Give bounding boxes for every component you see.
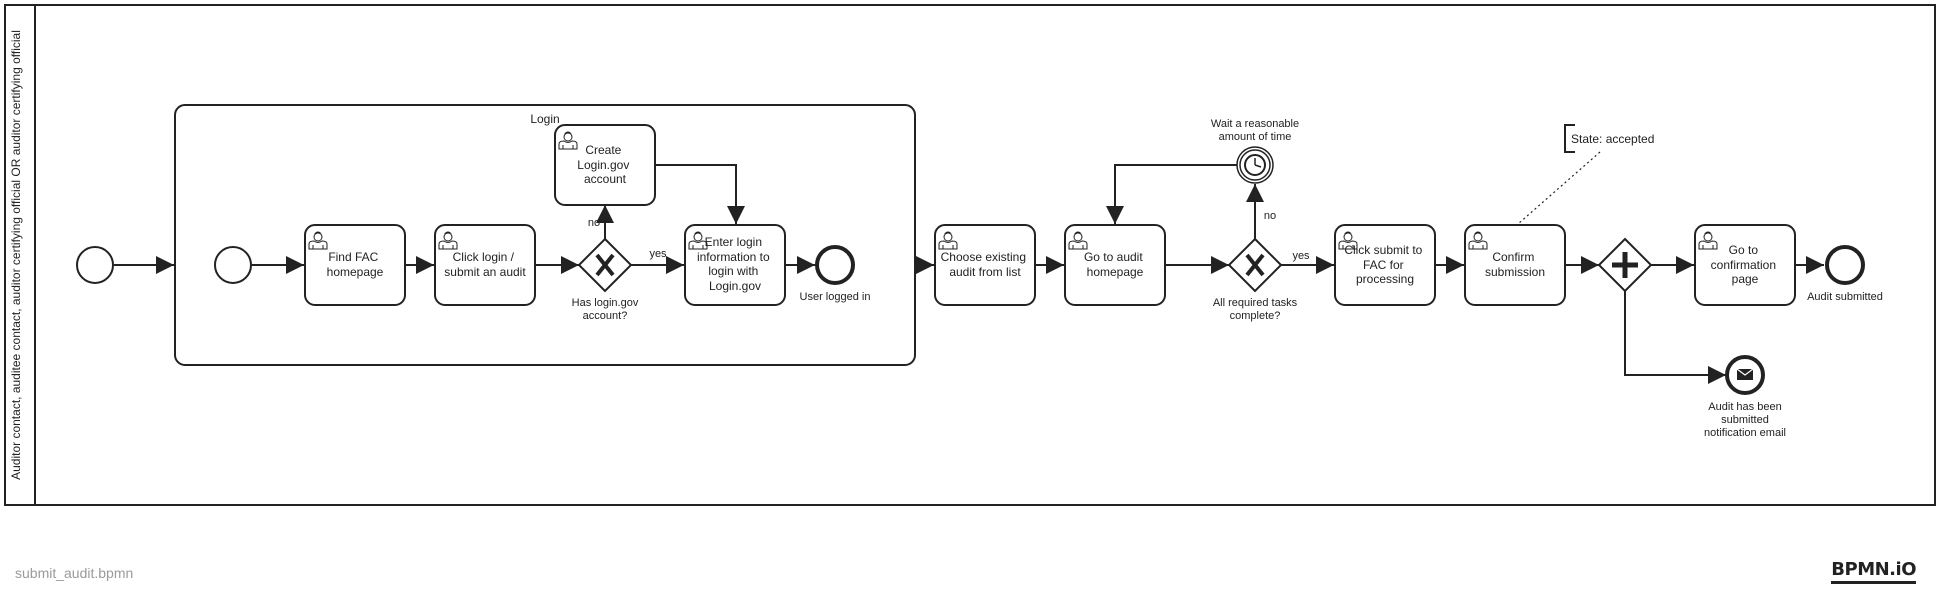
task-label: Enter login xyxy=(705,235,762,249)
svg-text:Go to audit homepage: Go to audit homepage xyxy=(1084,250,1146,279)
plus-icon xyxy=(1612,252,1638,278)
task-enter-login-information[interactable]: Enter login information to login with Lo… xyxy=(684,224,786,306)
task-label: Find FAC xyxy=(328,250,378,264)
flow-create-to-enter xyxy=(656,164,745,224)
subprocess-label: Login xyxy=(530,112,559,126)
task-label: Confirm xyxy=(1492,250,1534,264)
task-label: processing xyxy=(1356,272,1414,286)
text-annotation[interactable]: State: accepted xyxy=(1517,124,1654,225)
task-label: audit from list xyxy=(949,265,1021,279)
task-confirm-submission[interactable]: Confirm submission xyxy=(1464,224,1566,306)
x-icon xyxy=(1245,253,1265,277)
end-event-label: Audit submitted xyxy=(1807,291,1883,303)
timer-label-line2: amount of time xyxy=(1219,131,1292,143)
clock-icon xyxy=(1244,154,1266,176)
task-label: Click login / xyxy=(453,250,515,264)
pool[interactable]: Auditor contact, auditee contact, audito… xyxy=(4,4,1936,506)
flow-label-yes: yes xyxy=(1292,250,1310,262)
flow-timer-to-homepage xyxy=(1106,164,1237,224)
login-subprocess[interactable]: Login xyxy=(174,104,916,366)
gateway-label-line1: Has login.gov xyxy=(572,297,639,309)
notification-label-line3: notification email xyxy=(1704,427,1786,439)
flow-label-no: no xyxy=(1264,210,1276,222)
task-click-submit[interactable]: Click submit to FAC for processing xyxy=(1334,224,1436,306)
svg-text:Go to confirmation: Go to confirmation page xyxy=(1711,243,1780,286)
task-label: Choose existing xyxy=(941,250,1026,264)
svg-text:Choose existing audit fr: Choose existing audit from list xyxy=(941,250,1030,279)
start-event[interactable] xyxy=(76,246,114,284)
annotation-text: State: accepted xyxy=(1571,132,1654,146)
svg-text:Click submit to FAC for: Click submit to FAC for processing xyxy=(1344,243,1425,286)
task-find-fac-homepage[interactable]: Find FAC homepage xyxy=(304,224,406,306)
x-icon xyxy=(595,253,615,277)
task-label: Go to xyxy=(1729,243,1759,257)
task-label: page xyxy=(1732,272,1759,286)
annotation-association xyxy=(1517,151,1601,225)
task-label: confirmation xyxy=(1711,258,1776,272)
svg-text:Create Login.gov a: Create Login.gov account xyxy=(577,143,632,186)
flow-label-yes: yes xyxy=(649,248,667,260)
task-label: homepage xyxy=(327,265,384,279)
task-label: Go to audit xyxy=(1084,250,1143,264)
svg-text:Confirm submission: Confirm submission xyxy=(1485,250,1545,279)
exclusive-gateway-tasks-complete[interactable]: All required tasks complete? xyxy=(1213,237,1298,322)
timer-label-line1: Wait a reasonable xyxy=(1211,118,1299,130)
svg-text:Find FAC homepage: Find FAC homepage xyxy=(327,250,384,279)
flow-parallel-to-message xyxy=(1624,291,1726,384)
task-label: submission xyxy=(1485,265,1545,279)
message-end-event[interactable]: Audit has been submitted notification em… xyxy=(1704,355,1786,439)
sequence-flows xyxy=(114,164,1824,384)
diagram-filename: submit_audit.bpmn xyxy=(15,565,134,581)
end-event-label: User logged in xyxy=(800,291,871,303)
task-label: login with xyxy=(708,264,758,278)
gateway-label-line1: All required tasks xyxy=(1213,297,1298,309)
task-label: information to xyxy=(697,250,770,264)
bpmn-io-logo[interactable]: BPMN.iO xyxy=(1831,560,1916,584)
gateway-label-line2: account? xyxy=(583,310,628,322)
task-go-to-audit-homepage[interactable]: Go to audit homepage xyxy=(1064,224,1166,306)
task-label: Click submit to xyxy=(1344,243,1422,257)
task-label: homepage xyxy=(1087,265,1144,279)
gateway-label-line2: complete? xyxy=(1230,310,1281,322)
subprocess-start-event[interactable] xyxy=(214,246,252,284)
task-label: Login.gov xyxy=(577,158,629,172)
notification-label-line2: submitted xyxy=(1721,414,1769,426)
parallel-gateway[interactable] xyxy=(1597,237,1653,293)
notification-label-line1: Audit has been xyxy=(1708,401,1781,413)
flow-label-no: no xyxy=(588,217,600,229)
task-label: account xyxy=(584,172,627,186)
task-label: Create xyxy=(585,143,621,157)
exclusive-gateway-has-account[interactable]: Has login.gov account? xyxy=(572,237,639,322)
task-label: Login.gov xyxy=(709,279,761,293)
user-logged-in-end-event[interactable]: User logged in xyxy=(800,245,871,303)
envelope-icon xyxy=(1736,368,1754,380)
task-label: submit an audit xyxy=(444,265,526,279)
svg-text:Enter login information: Enter login information to login with Lo… xyxy=(697,235,773,293)
lane-label: Auditor contact, auditee contact, audito… xyxy=(9,30,23,480)
svg-text:Click login / submit an: Click login / submit an audit xyxy=(444,250,526,279)
task-go-to-confirmation-page[interactable]: Go to confirmation page xyxy=(1694,224,1796,306)
task-choose-existing-audit[interactable]: Choose existing audit from list xyxy=(934,224,1036,306)
task-click-login[interactable]: Click login / submit an audit xyxy=(434,224,536,306)
task-create-login-gov-account[interactable]: Create Login.gov account xyxy=(554,124,656,206)
audit-submitted-end-event[interactable]: Audit submitted xyxy=(1807,245,1883,303)
timer-event[interactable]: Wait a reasonable amount of time xyxy=(1211,118,1299,184)
task-label: FAC for xyxy=(1363,258,1404,272)
